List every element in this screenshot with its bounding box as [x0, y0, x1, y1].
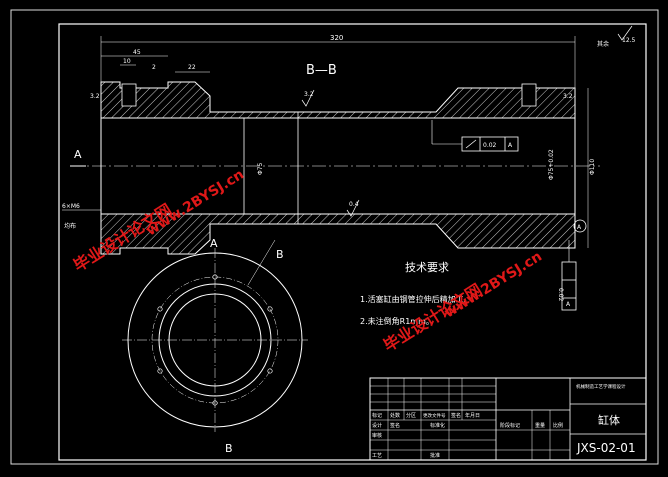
lower-wall-section [100, 213, 576, 255]
tb-row1-c2: 处数 [390, 412, 400, 419]
datum-a-circle [573, 219, 587, 233]
dim-2-label: 2 [152, 64, 156, 71]
overall-length-label: 320 [330, 34, 343, 42]
title-block: 机械制造工艺学课程设计 缸体 JXS-02-01 标记 处数 分区 更改文件号 … [369, 377, 647, 461]
datum-a-label: A [577, 224, 582, 231]
tb-row4-c4: 批准 [430, 452, 440, 459]
upper-wall-section [100, 81, 576, 119]
cylinder-section-view [70, 81, 600, 255]
inner-border [58, 23, 647, 461]
section-view-title: B—B [306, 63, 337, 78]
tb-row1-c4: 更改文件号 [423, 412, 446, 419]
bore-diameter-label: Φ75 [257, 162, 264, 175]
gtol-vert-value: 0.02 [557, 288, 564, 302]
dim-10-label: 10 [123, 58, 131, 65]
section-label-a-top: A [210, 237, 218, 250]
tb-part-name: 缸体 [598, 413, 620, 427]
end-view [122, 239, 308, 432]
tech-note-2: 2.未注倒角R1mm。 [360, 316, 434, 326]
tb-row3-c1: 审核 [372, 432, 382, 439]
right-diameter-label: Φ110 [589, 159, 596, 175]
roughness-main: 3.2 [304, 91, 314, 98]
roughness-right: 3.2 [563, 93, 573, 100]
dimensions: 320 45 10 2 22 Φ75 Φ75+0.02 Φ110 [100, 34, 596, 248]
tb-drawing-number: JXS-02-01 [576, 441, 636, 455]
tb-weight: 重量 [535, 422, 545, 429]
roughness-symbols: 3.2 0.4 3.2 3.2 12.5 其余 [90, 25, 636, 217]
tb-stage: 阶段标记 [500, 422, 520, 429]
section-label-a-left: A [74, 148, 82, 161]
tb-row1-c6: 年月日 [465, 412, 480, 419]
tb-row2-c2: 签名 [390, 422, 400, 429]
section-label-b-top: B [276, 248, 284, 261]
roughness-corner: 12.5 [622, 37, 636, 44]
tech-requirements-title: 技术要求 [405, 261, 449, 274]
tb-row2-c4: 标准化 [430, 422, 445, 429]
tb-row1-c1: 标记 [372, 412, 382, 419]
thread-note-depth: 均布 [64, 222, 76, 230]
outer-border [10, 9, 659, 465]
roughness-corner-note: 其余 [597, 40, 609, 48]
outer-diameter-label: Φ75+0.02 [548, 149, 555, 180]
section-label-b-bottom: B [225, 442, 233, 455]
left-bolt-hole [121, 83, 137, 107]
right-bolt-hole [521, 83, 537, 107]
gtol-vert-datum: A [566, 301, 571, 308]
tb-row2-c1: 设计 [372, 422, 382, 429]
tb-row1-c3: 分区 [406, 412, 416, 419]
roughness-left: 3.2 [90, 93, 100, 100]
dim-45-label: 45 [133, 49, 141, 56]
tb-scale: 比例 [553, 422, 563, 429]
tb-school: 机械制造工艺学课程设计 [576, 383, 626, 390]
vertical-tolerance-frame: 0.02 A [557, 240, 577, 311]
geometric-tolerance-frame: 0.02 A [431, 120, 519, 152]
thread-note: 6×M6 [62, 203, 80, 210]
watermarks: 毕业设计论文网 www.2BYSJ.cn 毕业设计论文网 www.2BYSJ.c… [70, 167, 545, 356]
gtol-datum: A [508, 142, 513, 149]
tb-row1-c5: 签名 [451, 412, 461, 419]
watermark-url-2: www.2BYSJ.cn [442, 249, 545, 322]
dim-22-label: 22 [188, 64, 196, 71]
tb-row4-c1: 工艺 [372, 453, 382, 459]
tech-note-1: 1.活塞缸由钢管拉伸后精加工。 [360, 294, 472, 304]
gtol-value: 0.02 [483, 142, 497, 149]
roughness-bore: 0.4 [349, 201, 359, 208]
